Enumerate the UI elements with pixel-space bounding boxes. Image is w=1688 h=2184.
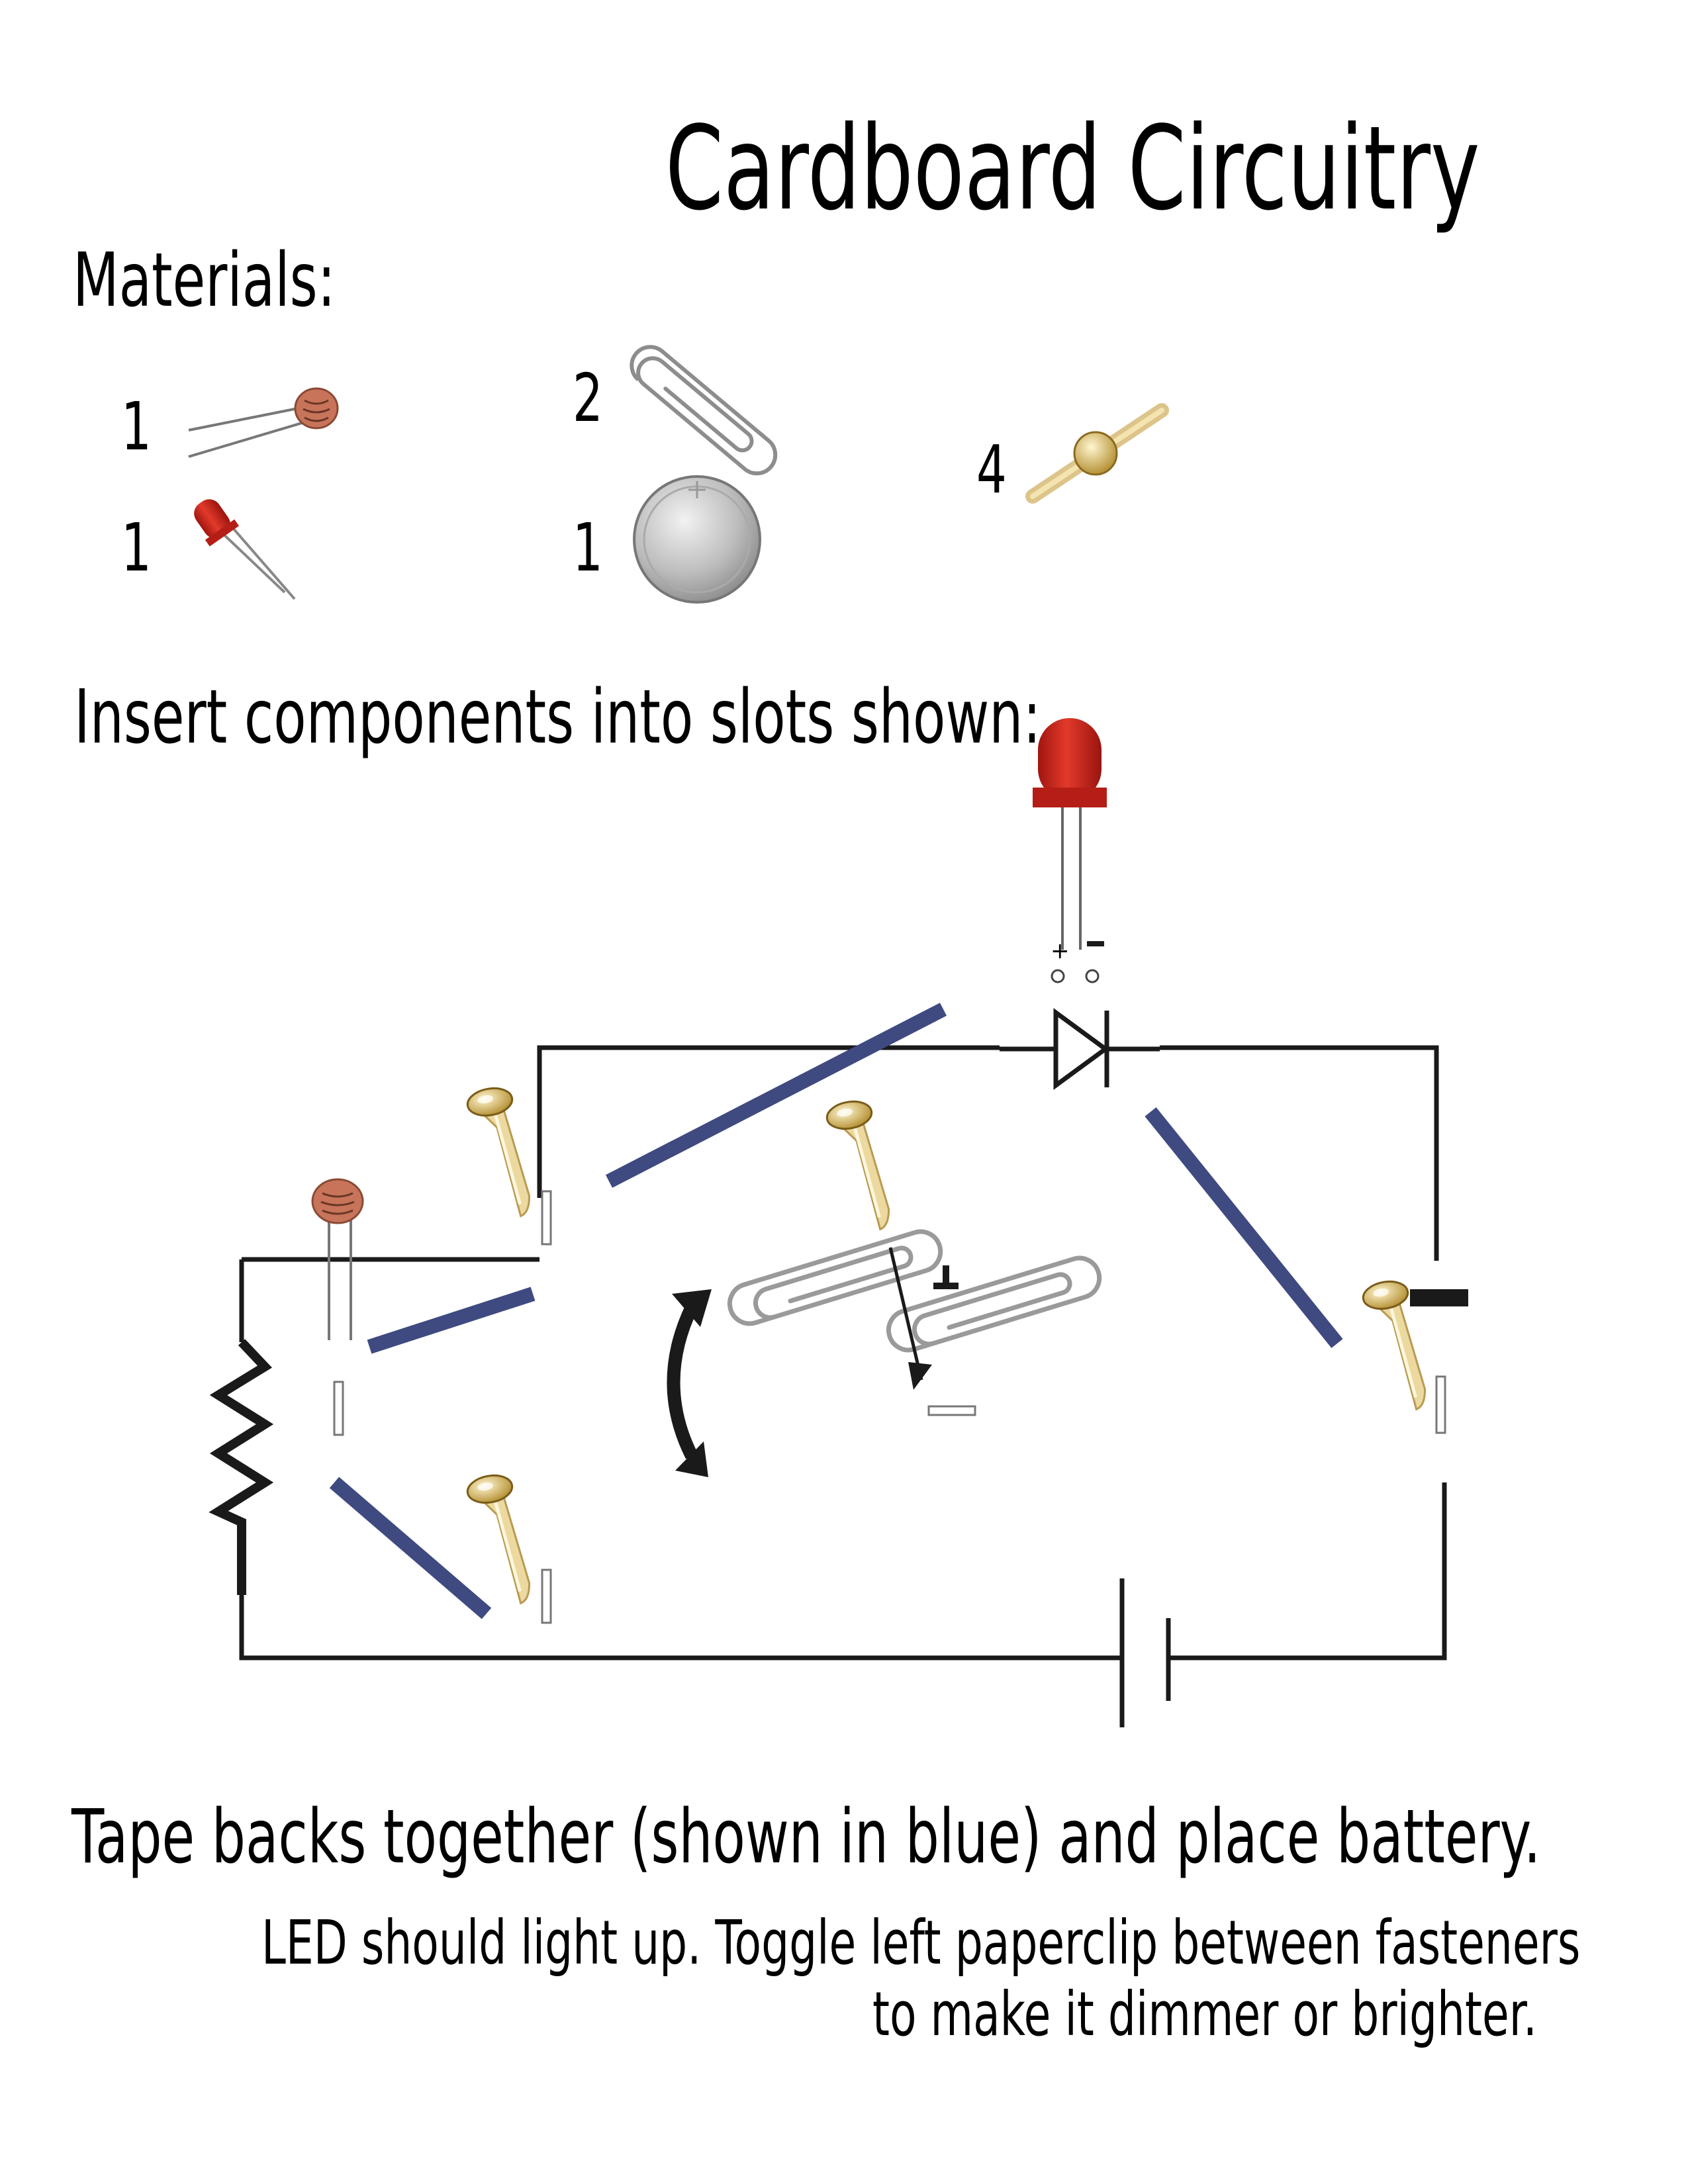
instruction-tape: Tape backs together (shown in blue) and …	[71, 1794, 1541, 1880]
red-led-icon	[194, 499, 296, 600]
page-title: Cardboard Circuitry	[665, 102, 1480, 236]
paperclip-icon	[630, 345, 778, 476]
qty-photoresistor: 1	[121, 388, 152, 465]
instruction-led-line2: to make it dimmer or brighter.	[872, 1979, 1537, 2050]
led-minus-mark	[1087, 941, 1104, 946]
battery-minus-mark	[1410, 1289, 1468, 1306]
fastener-center	[825, 1098, 892, 1235]
photoresistor-component	[311, 1178, 364, 1340]
coin-battery-icon	[633, 475, 761, 604]
resistor-symbol	[209, 1339, 274, 1595]
toggle-arrow-icon	[667, 1289, 712, 1477]
diode-symbol	[1000, 1008, 1160, 1090]
paperclip-right	[884, 1253, 1104, 1355]
tape-strips	[329, 1003, 1343, 1619]
led-plus-label: +	[1051, 938, 1070, 964]
fastener-bottom-left	[465, 1472, 532, 1609]
circuit-wires	[239, 1045, 1447, 1727]
arrow-down-icon	[888, 1247, 932, 1390]
battery-plus-stem	[943, 1265, 949, 1289]
qty-paperclip: 2	[573, 359, 603, 437]
brass-fastener-icon	[1025, 403, 1169, 504]
instruction-insert: Insert components into slots shown:	[74, 674, 1041, 760]
qty-fastener: 4	[976, 431, 1007, 508]
paperclip-left	[725, 1227, 945, 1329]
slots	[333, 1190, 1446, 1624]
fastener-top-left	[465, 1085, 532, 1222]
qty-battery: 1	[573, 509, 603, 586]
photoresistor-icon	[188, 387, 339, 458]
led-component	[1033, 718, 1107, 983]
materials-heading: Materials:	[73, 238, 336, 324]
qty-led: 1	[121, 509, 152, 586]
instruction-led-line1: LED should light up. Toggle left papercl…	[261, 1907, 1581, 1978]
